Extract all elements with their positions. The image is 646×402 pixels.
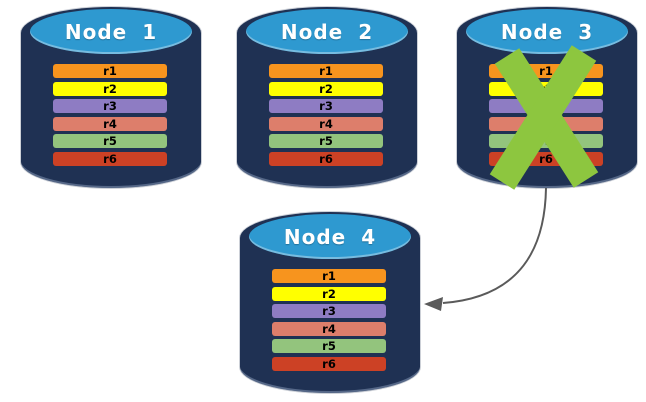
- replica-bars: r1 r2 r3 r4 r5 r6: [269, 64, 383, 169]
- replica-bar: r2: [272, 286, 386, 301]
- replica-bar-label: r3: [539, 99, 553, 113]
- replica-bar: r1: [272, 269, 386, 283]
- replica-bar-label: r4: [322, 321, 336, 336]
- replica-bar: r4: [53, 116, 167, 131]
- replica-bar: r5: [489, 134, 603, 148]
- replica-bar-label: r5: [319, 134, 333, 148]
- replica-bar: r4: [272, 321, 386, 336]
- node-title: Node 1: [64, 19, 158, 44]
- replica-bar: r4: [489, 116, 603, 131]
- node-title: Node 2: [280, 19, 374, 44]
- replica-bar-label: r1: [319, 64, 333, 78]
- replica-bar: r2: [53, 81, 167, 96]
- arrow-path: [442, 187, 547, 304]
- replica-bar: r1: [489, 64, 603, 78]
- replica-bar: r6: [489, 151, 603, 166]
- replica-bar: r3: [489, 99, 603, 113]
- replica-bar-label: r6: [103, 151, 117, 166]
- replica-bar-label: r5: [103, 134, 117, 148]
- replica-bar: r6: [269, 151, 383, 166]
- node-1: Node 1 r1 r2 r3 r4 r5 r6: [21, 7, 201, 188]
- replica-bar-label: r2: [322, 286, 336, 301]
- replica-bar-label: r3: [103, 99, 117, 113]
- replica-bar: r5: [269, 134, 383, 148]
- replica-bar-label: r4: [103, 116, 117, 131]
- arrow-node3-to-node4: [424, 187, 547, 311]
- node-4: Node 4 r1 r2 r3 r4 r5 r6: [240, 212, 420, 393]
- replica-bar-label: r3: [319, 99, 333, 113]
- arrow-head: [424, 297, 443, 311]
- replica-bar-label: r2: [319, 81, 333, 96]
- cylinder-top: Node 2: [246, 9, 408, 54]
- replica-bar-label: r3: [322, 304, 336, 318]
- replica-bar-label: r2: [539, 81, 553, 96]
- replica-bar-label: r5: [539, 134, 553, 148]
- replica-bar: r1: [269, 64, 383, 78]
- replica-bar-label: r1: [539, 64, 553, 78]
- replica-bar-label: r4: [319, 116, 333, 131]
- replica-bar-label: r4: [539, 116, 553, 131]
- replica-bar: r5: [53, 134, 167, 148]
- replica-bar-label: r1: [322, 269, 336, 283]
- node-title: Node 4: [283, 224, 377, 249]
- replica-bar-label: r2: [103, 81, 117, 96]
- cylinder-top: Node 1: [30, 9, 192, 54]
- cylinder-top: Node 3: [466, 9, 628, 54]
- replica-bars: r1 r2 r3 r4 r5 r6: [489, 64, 603, 169]
- replica-bar: r4: [269, 116, 383, 131]
- replica-bar: r6: [53, 151, 167, 166]
- replica-bar-label: r6: [322, 356, 336, 371]
- replica-bar: r3: [272, 304, 386, 318]
- replica-bar-label: r6: [319, 151, 333, 166]
- replica-bar: r2: [269, 81, 383, 96]
- replica-bar: r3: [269, 99, 383, 113]
- replica-bar: r5: [272, 339, 386, 353]
- replica-bar: r2: [489, 81, 603, 96]
- replica-bar: r1: [53, 64, 167, 78]
- replica-bar-label: r5: [322, 339, 336, 353]
- node-2: Node 2 r1 r2 r3 r4 r5 r6: [237, 7, 417, 188]
- node-3: Node 3 r1 r2 r3 r4 r5 r6: [457, 7, 637, 188]
- cylinder-top: Node 4: [249, 214, 411, 259]
- replica-bars: r1 r2 r3 r4 r5 r6: [53, 64, 167, 169]
- replica-bar-label: r1: [103, 64, 117, 78]
- replica-bar: r6: [272, 356, 386, 371]
- replica-bar-label: r6: [539, 151, 553, 166]
- replica-bars: r1 r2 r3 r4 r5 r6: [272, 269, 386, 374]
- replica-bar: r3: [53, 99, 167, 113]
- node-title: Node 3: [500, 19, 594, 44]
